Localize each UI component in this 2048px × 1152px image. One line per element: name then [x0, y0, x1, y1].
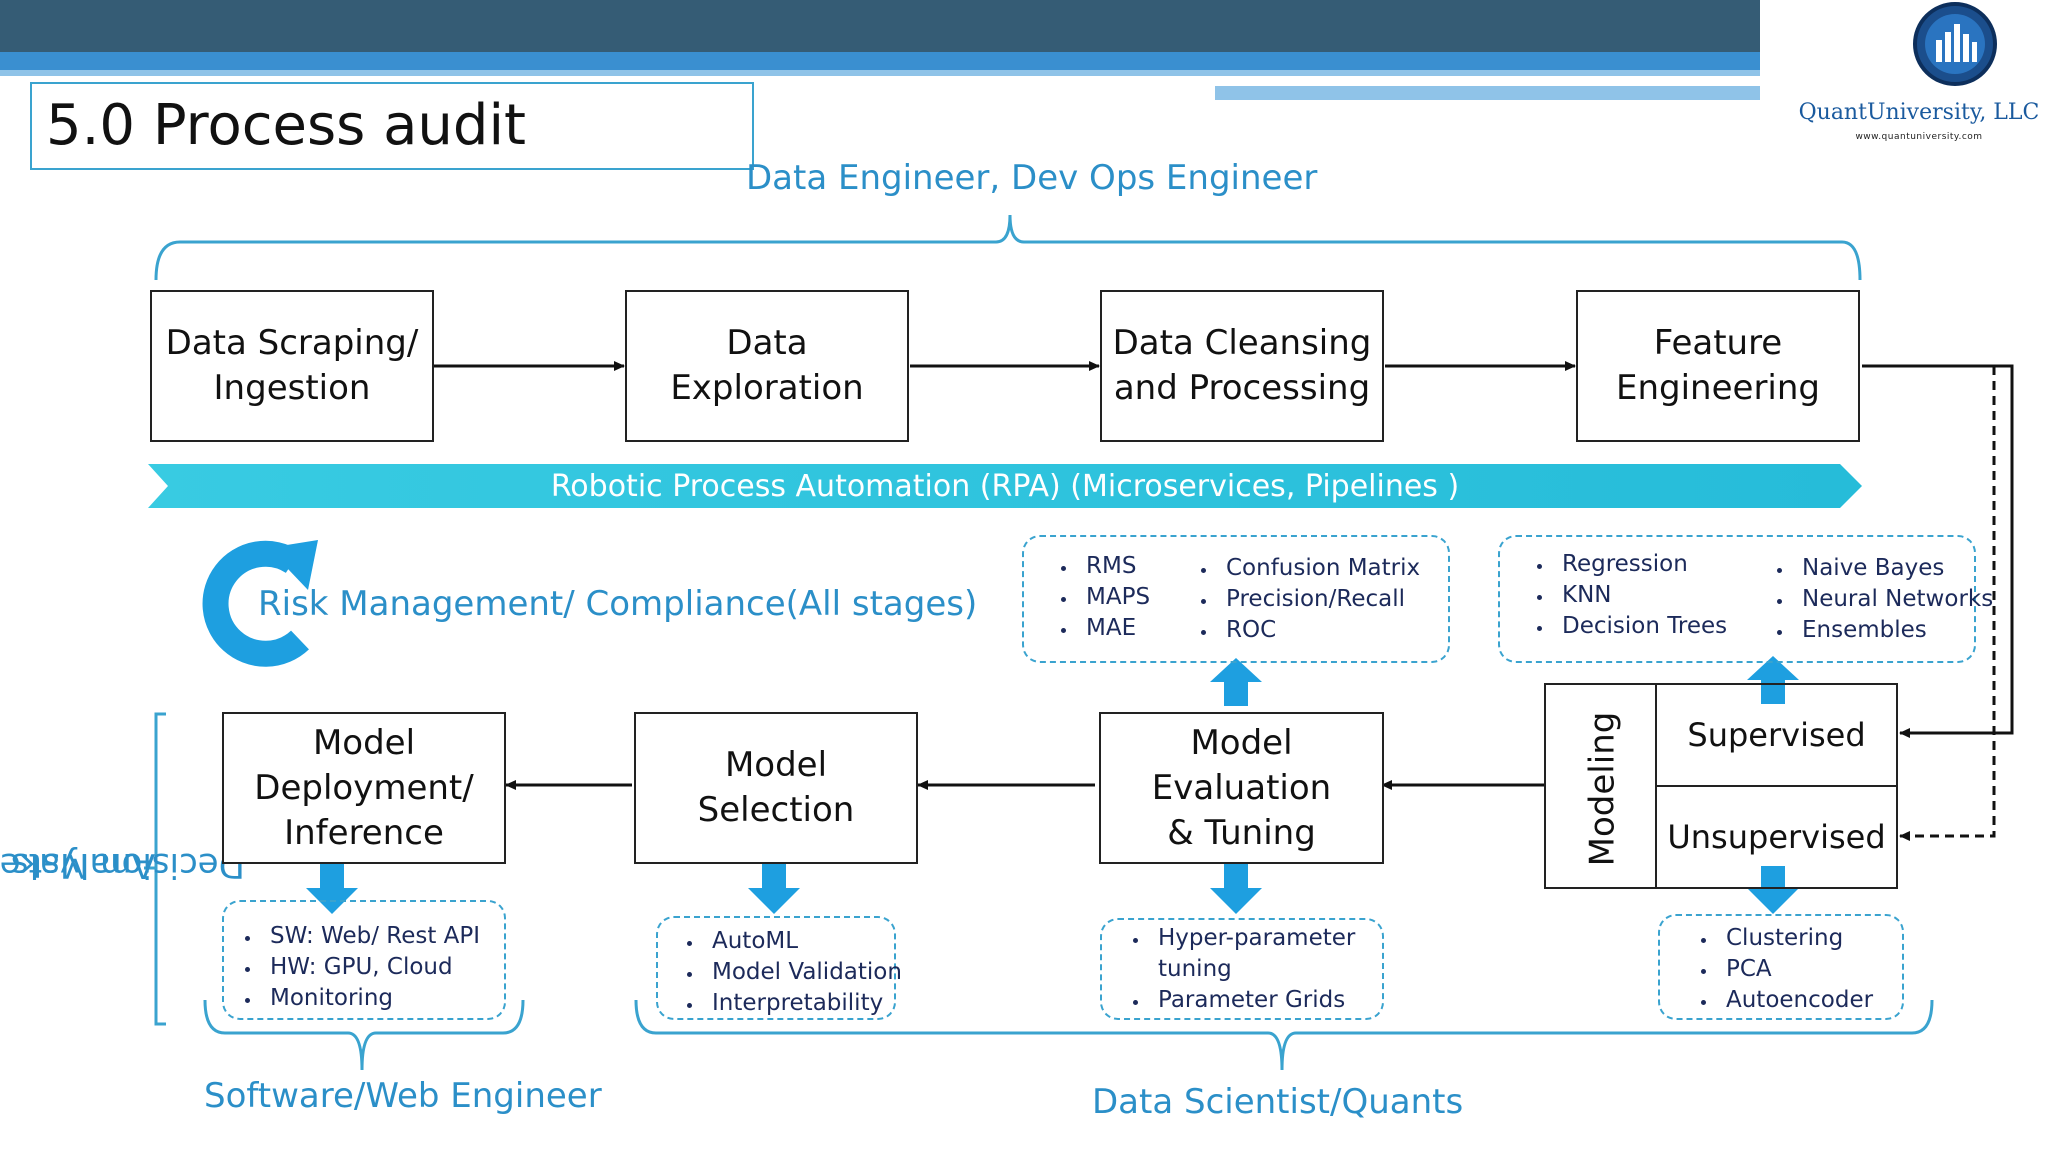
algo-item: Ensembles: [1794, 615, 1993, 646]
header-stripe-light: [0, 70, 1760, 76]
up-arrow-supervised: [1747, 656, 1799, 704]
role-analysts: Analysts &Decision Makers: [0, 715, 244, 1015]
unsupervised-detail-item: Autoencoder: [1718, 985, 1873, 1016]
modeling-label: Modeling: [1582, 711, 1623, 867]
header-bar-blue: [0, 52, 1760, 70]
deploy-detail-item: Monitoring: [262, 983, 480, 1014]
unsupervised-detail-item: PCA: [1718, 954, 1873, 985]
metric-item: RMS: [1078, 551, 1150, 582]
selection-detail-item: Model Validation: [704, 957, 902, 988]
step-data-scraping: Data Scraping/Ingestion: [150, 290, 434, 442]
analysts-line2: Decision Makers: [0, 845, 245, 885]
down-arrow-unsupervised-shaft: [1761, 866, 1785, 890]
unsupervised-detail-item: Clustering: [1718, 923, 1873, 954]
eval-line2: Evaluation: [1151, 767, 1332, 808]
deploy-line2: Deployment/: [254, 767, 474, 808]
step3-line1: Data Cleansing: [1112, 323, 1372, 363]
selection-details-list: AutoML Model Validation Interpretability: [666, 926, 902, 1019]
header-bar-dark: [0, 0, 1760, 52]
deploy-detail-item: SW: Web/ Rest API: [262, 921, 480, 952]
selection-detail-item: AutoML: [704, 926, 902, 957]
deploy-details-list: SW: Web/ Rest API HW: GPU, Cloud Monitor…: [224, 921, 480, 1014]
metric-item: MAPS: [1078, 582, 1150, 613]
step1-line2: Ingestion: [213, 368, 371, 408]
down-arrow-deployment: [306, 864, 358, 914]
left-bracket: [144, 712, 166, 1026]
refresh-icon: [202, 540, 318, 667]
down-arrow-unsupervised: [1747, 888, 1799, 914]
supervised-algos-box: [1498, 535, 1976, 663]
role-data-scientist: Data Scientist/Quants: [1092, 1082, 1464, 1122]
algo-item: Neural Networks: [1794, 584, 1993, 615]
tuning-detail-item: Hyper-parameter: [1150, 923, 1355, 954]
step4-line2: Engineering: [1616, 368, 1820, 408]
metric-item: ROC: [1218, 615, 1420, 646]
header-stripe-right: [1215, 86, 1760, 100]
selection-line2: Selection: [697, 790, 855, 830]
metric-item: Precision/Recall: [1218, 584, 1420, 615]
arrow-feature-unsupervised: [1899, 366, 1996, 841]
step-data-cleansing: Data Cleansing and Processing: [1100, 290, 1384, 442]
deploy-details-box: [222, 900, 506, 1020]
logo-name: QuantUniversity, LLC: [1798, 100, 2040, 125]
metric-item: Confusion Matrix: [1218, 553, 1420, 584]
deploy-detail-item: HW: GPU, Cloud: [262, 952, 480, 983]
eval-line3: & Tuning: [1167, 812, 1316, 853]
metrics-box: [1022, 535, 1450, 663]
supervised-algos-list-2: Naive Bayes Neural Networks Ensembles: [1756, 553, 1993, 646]
unsupervised-details-box: [1658, 914, 1904, 1020]
role-data-engineer: Data Engineer, Dev Ops Engineer: [746, 158, 1318, 198]
unsupervised-details-list: Clustering PCA Autoencoder: [1680, 923, 1873, 1016]
tuning-details-list: Hyper-parameter tuning Parameter Grids: [1112, 923, 1355, 1016]
algo-item: Regression: [1554, 549, 1727, 580]
rpa-label: Robotic Process Automation (RPA) (Micros…: [550, 469, 1460, 504]
risk-label: Risk Management/ Compliance(All stages): [258, 584, 978, 624]
supervised-algos-list-1: Regression KNN Decision Trees: [1516, 549, 1727, 642]
step4-line1: Feature: [1653, 323, 1783, 363]
role-software-engineer: Software/Web Engineer: [204, 1076, 602, 1116]
down-arrow-evaluation: [1210, 864, 1262, 914]
arrow-feature-supervised: [1862, 364, 2014, 738]
algo-item: KNN: [1554, 580, 1727, 611]
bottom-brace-left: [203, 999, 525, 1071]
step3-line2: and Processing: [1113, 368, 1371, 408]
deploy-line3: Inference: [284, 812, 444, 853]
rpa-ribbon: [148, 464, 1862, 508]
unsupervised-cell: Unsupervised: [1667, 818, 1886, 856]
tuning-detail-item: Parameter Grids: [1150, 985, 1355, 1016]
up-arrow-evaluation: [1210, 658, 1262, 706]
page-title: 5.0 Process audit: [46, 93, 526, 158]
top-brace: [154, 214, 1862, 281]
algo-item: Naive Bayes: [1794, 553, 1993, 584]
supervised-cell: Supervised: [1687, 716, 1866, 754]
metrics-list-1: RMS MAPS MAE: [1040, 551, 1150, 644]
selection-detail-item: Interpretability: [704, 988, 902, 1019]
logo-url: www.quantuniversity.com: [1855, 132, 1983, 142]
step2-line2: Exploration: [670, 368, 864, 408]
metric-item: MAE: [1078, 613, 1150, 644]
eval-line1: Model: [1190, 722, 1293, 763]
selection-details-box: [656, 916, 896, 1020]
modeling-divider-h: [1655, 785, 1898, 787]
tuning-details-box: [1100, 918, 1384, 1020]
title-box: [30, 82, 754, 170]
tuning-detail-item: tuning: [1158, 956, 1232, 982]
down-arrow-selection: [748, 864, 800, 914]
deploy-line1: Model: [312, 722, 416, 763]
metrics-list-2: Confusion Matrix Precision/Recall ROC: [1180, 553, 1420, 646]
step1-line1: Data Scraping/: [165, 323, 419, 363]
logo: [1860, 0, 2048, 150]
bottom-brace-right: [634, 999, 1934, 1071]
algo-item: Decision Trees: [1554, 611, 1727, 642]
selection-line1: Model: [724, 745, 828, 785]
step2-line1: Data: [726, 323, 808, 363]
